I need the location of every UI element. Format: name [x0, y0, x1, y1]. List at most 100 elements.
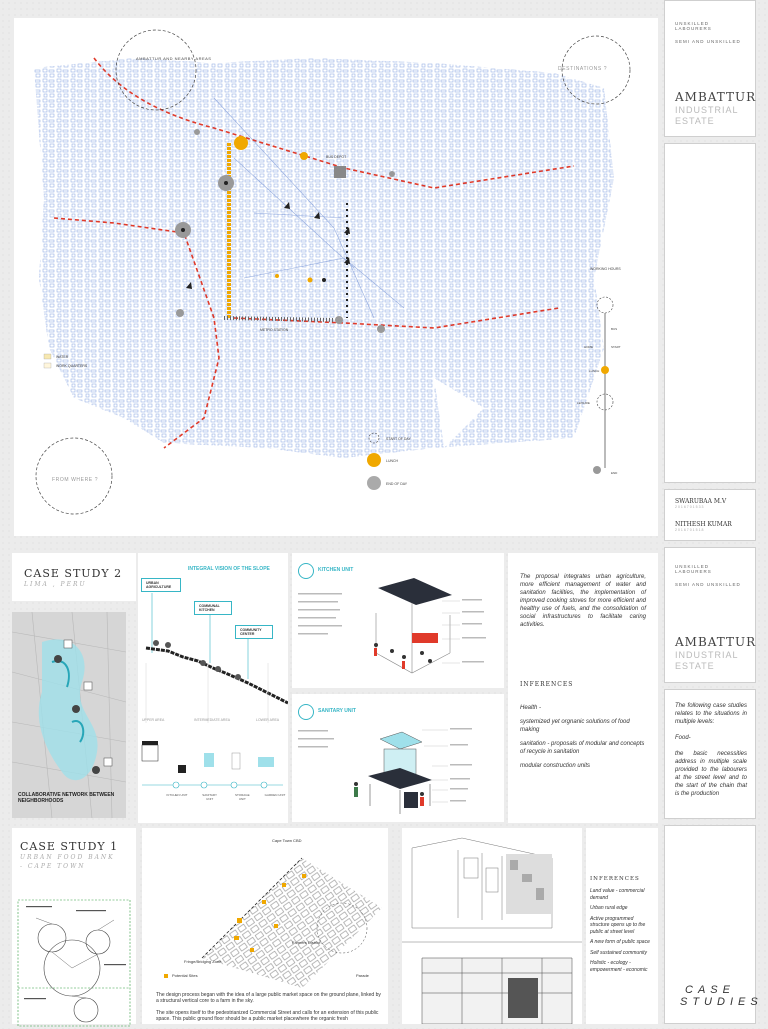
mid-project-title: AMBATTUR: [675, 635, 757, 649]
bus-depot-label: BUS DEPOT: [326, 155, 347, 159]
ambattur-circle: [115, 29, 197, 111]
case2-inf-3: sanitation - proposals of modular and co…: [520, 741, 645, 755]
case2-sanitary-panel: SANITARY UNIT: [292, 694, 504, 822]
module-1: SANITARY UNIT: [202, 793, 218, 801]
case1-section-panel: [402, 828, 582, 1025]
food-network-diagram: [17, 899, 131, 1027]
sidebar-bottom: CASE STUDIES: [664, 825, 763, 1024]
network-label: COLLABORATIVE NETWORK BETWEEN NEIGHBORHO…: [18, 792, 115, 804]
module-2: STORAGE UNIT: [235, 793, 250, 801]
author-name-1: SWARUBAA M.V: [675, 498, 727, 505]
parade-label: Parade: [356, 973, 369, 978]
ambattur-label: AMBATTUR AND NEARBY AREAS: [136, 56, 211, 61]
case1-title: CASE STUDY 1: [20, 840, 119, 853]
case2-title: CASE STUDY 2: [24, 567, 123, 580]
kitchen-unit-title: KITCHEN UNIT: [318, 567, 354, 573]
case1-inf-4: Self sustained community: [590, 949, 647, 956]
market-street: [223, 316, 335, 322]
section-drawing: [402, 837, 582, 1025]
intermediate-area-label: INTERMEDIATE AREA: [194, 718, 231, 722]
case2-network-map: COLLABORATIVE NETWORK BETWEEN NEIGHBORHO…: [12, 612, 126, 818]
map-panel: AMBATTUR AND NEARBY AREAS DESTINATIONS ?…: [14, 18, 658, 536]
destinations-label: DESTINATIONS ?: [558, 66, 607, 72]
sanitary-icon: [298, 704, 314, 720]
authors-box: SWARUBAA M.V 2016701533 NITHESH KUMAR 20…: [664, 489, 756, 541]
author-id-1: 2016701533: [675, 505, 705, 509]
project-title: AMBATTUR: [675, 90, 757, 104]
sanitary-unit-title: SANITARY UNIT: [318, 708, 356, 714]
proposal-text: The proposal integrates urban agricultur…: [520, 574, 646, 628]
case2-inf-1: Health -: [520, 705, 542, 711]
from-where-label: FROM WHERE ?: [52, 477, 98, 483]
end-day-icon: [367, 476, 381, 490]
case2-title-panel: CASE STUDY 2 LIMA , PERU: [12, 553, 136, 601]
mid-labour-line-1: UNSKILLED LABOURERS: [675, 564, 712, 574]
case1-inf-3: A new form of public space: [590, 939, 650, 945]
lunch-label: LUNCH: [386, 459, 399, 463]
case2-text-panel: The proposal integrates urban agricultur…: [508, 553, 658, 823]
module-3: GARDEN UNIT: [264, 793, 286, 797]
case1-subtitle: URBAN FOOD BANK - CAPE TOWN: [20, 854, 115, 870]
water-legend: WATER: [56, 355, 69, 359]
case1-map-panel: Cape Town CBD Fringe/Bridging Zone Poten…: [142, 828, 388, 1024]
commute-routes: [53, 57, 575, 449]
kitchen-tag: COMMUNAL KITCHEN: [194, 601, 232, 615]
work-timeline: WORKING HOURS BUS LUNCH LEISURE HOME STA…: [577, 267, 621, 475]
case1-body-2: The site opens itself to the pedestriani…: [156, 1010, 379, 1022]
case1-inferences-panel: INFERENCES Land value - commercial deman…: [586, 828, 658, 1024]
destinations-circle: [561, 35, 631, 105]
intro-para-1: The following case studies relates to th…: [675, 703, 747, 725]
sidebar-blank: [664, 143, 756, 483]
sidebar-intro: The following case studies relates to th…: [664, 689, 756, 819]
module-row: KITCHEN UNIT SANITARY UNIT STORAGE UNIT …: [166, 793, 286, 801]
timeline-title: WORKING HOURS: [590, 267, 621, 271]
case1-title-panel: CASE STUDY 1 URBAN FOOD BANK - CAPE TOWN: [12, 828, 136, 1027]
case2-inferences-title: INFERENCES: [520, 681, 574, 688]
case-studies-label: CASE STUDIES: [680, 984, 763, 1008]
case1-inf-0: Land value - commercial demand: [590, 888, 645, 901]
case2-kitchen-panel: KITCHEN UNIT: [292, 553, 504, 688]
author-id-2: 2016701518: [675, 528, 705, 532]
upper-area-label: UPPER AREA: [142, 718, 165, 722]
timeline-item-4: START: [611, 345, 621, 349]
case1-inf-1: Urban rural edge: [590, 905, 628, 911]
timeline-item-1: LUNCH: [589, 369, 599, 373]
quarters-legend: WORK QUARTERS: [56, 364, 88, 368]
timeline-item-0: BUS: [611, 327, 617, 331]
labour-line-1: UNSKILLED LABOURERS: [675, 21, 712, 31]
potential-sites-label: Potential Sites: [172, 973, 198, 978]
fringe-zone-label: Fringe/Bridging Zone: [184, 959, 222, 964]
kitchen-icon: [298, 563, 314, 579]
mid-project-subtitle-1: INDUSTRIAL: [675, 650, 739, 660]
road-network: [213, 97, 405, 319]
lunch-icon: [367, 453, 381, 467]
building-fabric: [34, 58, 614, 458]
lower-area-label: LOWER AREA: [256, 718, 280, 722]
center-tag: COMMUNITY CENTER: [235, 625, 273, 639]
cape-town-cbd-label: Cape Town CBD: [272, 838, 302, 843]
urban-agri-tag: URBAN AGRICULTURE: [141, 578, 181, 592]
labour-line-2: SEMI AND UNSKILLED: [675, 39, 741, 44]
farmers-district-label: Farmers District: [292, 940, 321, 945]
sidebar-top: UNSKILLED LABOURERS SEMI AND UNSKILLED A…: [664, 0, 756, 137]
project-subtitle-2: ESTATE: [675, 116, 715, 126]
case1-inf-2: Active programmed structure opens up to …: [590, 915, 646, 935]
intro-para-3: the basic necessities address in multipl…: [675, 751, 747, 797]
intro-para-2: Food-: [675, 735, 691, 741]
from-where-circle: [35, 437, 113, 515]
timeline-item-3: HOME: [584, 345, 593, 349]
potential-sites-swatch: [164, 974, 168, 978]
water-swatch: [43, 353, 52, 360]
quarters-swatch: [43, 362, 52, 369]
case1-inferences-title: INFERENCES: [590, 876, 640, 882]
start-day-label: START OF DAY: [386, 437, 411, 441]
start-day-icon: [368, 432, 380, 444]
project-subtitle-1: INDUSTRIAL: [675, 105, 739, 115]
sidebar-mid: UNSKILLED LABOURERS SEMI AND UNSKILLED A…: [664, 547, 756, 683]
timeline-item-2: LEISURE: [577, 401, 590, 405]
case2-subtitle: LIMA , PERU: [24, 581, 87, 588]
case1-body-1: The design process began with the idea o…: [156, 992, 381, 1004]
slope-title: INTEGRAL VISION OF THE SLOPE: [188, 566, 270, 572]
case2-inf-4: modular construction units: [520, 763, 591, 769]
timeline-item-5: END: [611, 471, 618, 475]
